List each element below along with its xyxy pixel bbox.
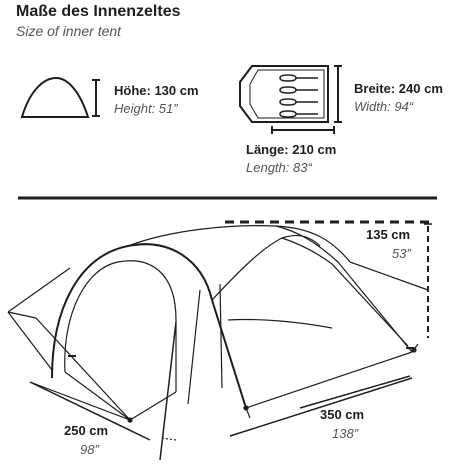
height-label: Höhe: 130 cm — [114, 83, 199, 98]
width-bracket — [334, 65, 342, 123]
height-bracket — [92, 79, 100, 117]
dome-profile-icon — [20, 76, 90, 118]
outer-depth-sub: 98” — [80, 442, 99, 457]
length-label: Länge: 210 cm — [246, 142, 337, 157]
tent-illustration — [7, 220, 432, 461]
height-sublabel: Height: 51” — [114, 101, 178, 116]
floor-plan-icon — [239, 65, 329, 123]
outer-height-sub: 53” — [392, 246, 411, 261]
diagram-subtitle: Size of inner tent — [16, 23, 122, 39]
length-sublabel: Length: 83“ — [246, 160, 312, 175]
diagram-title: Maße des Innenzeltes — [16, 3, 181, 20]
outer-length-value: 350 cm — [320, 407, 365, 422]
outer-depth-value: 250 cm — [64, 423, 109, 438]
length-bracket — [271, 126, 335, 134]
outer-height-value: 135 cm — [366, 227, 411, 242]
outer-length-sub: 138” — [332, 426, 359, 441]
width-label: Breite: 240 cm — [354, 81, 443, 96]
width-sublabel: Width: 94“ — [354, 99, 414, 114]
